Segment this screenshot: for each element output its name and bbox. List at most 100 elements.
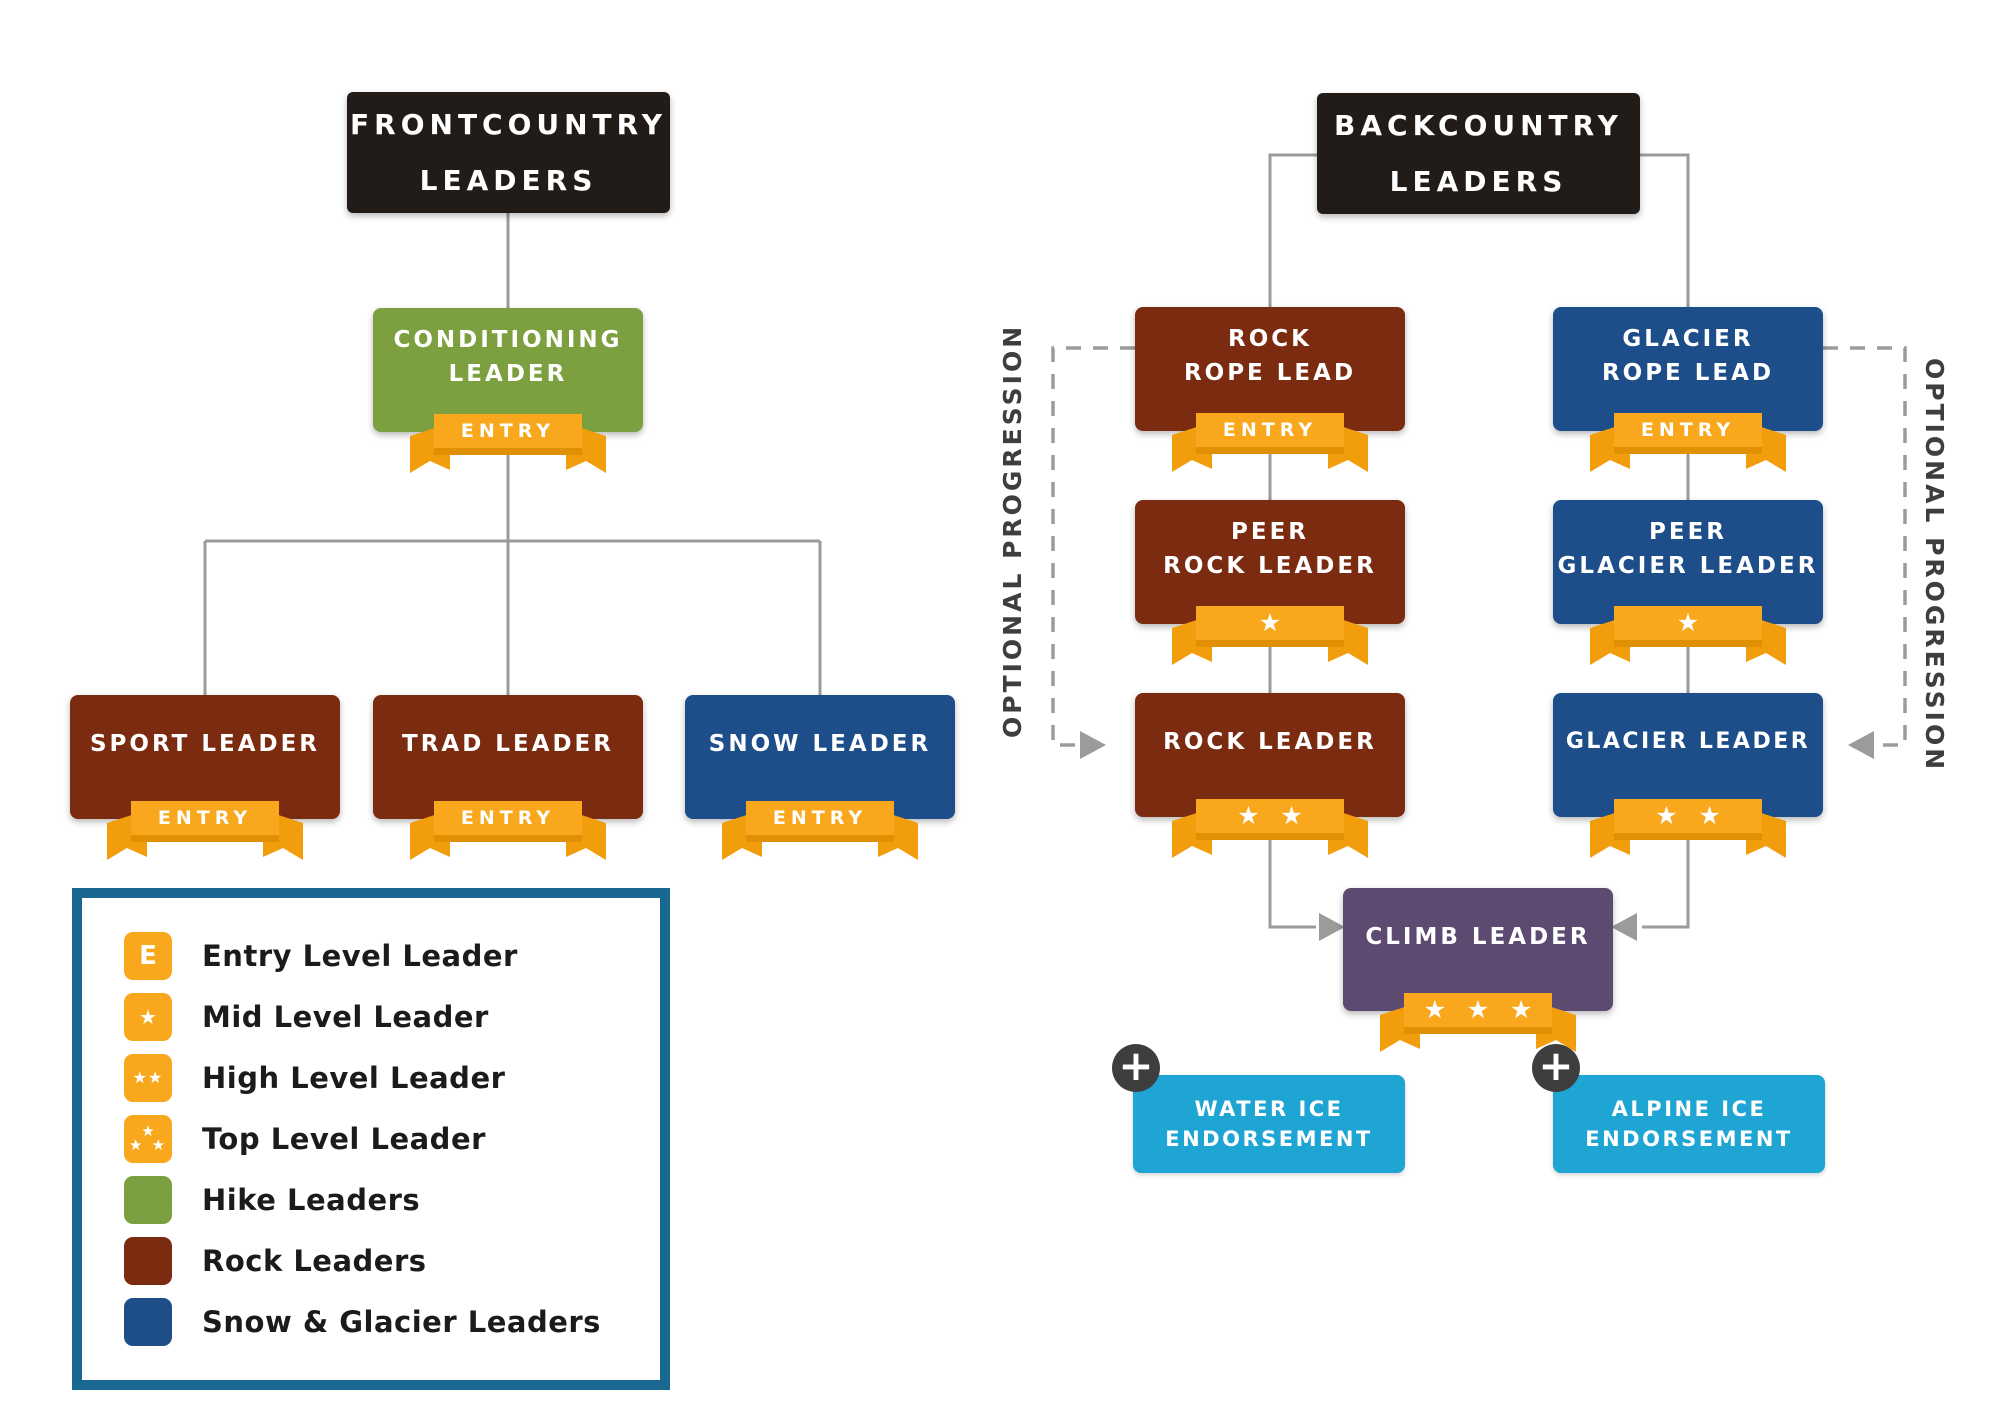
ribbon-band: ★	[1196, 606, 1344, 647]
star-badge: ★ ★	[1237, 801, 1309, 830]
star-glyph: ★ ★	[128, 1136, 168, 1154]
entry-level-icon: E	[124, 932, 172, 980]
star-glyph: ★	[139, 1005, 157, 1029]
node-conditioning-leader: CONDITIONING LEADER ENTRY	[373, 308, 643, 473]
node-snow-leader: SNOW LEADER ENTRY	[685, 695, 955, 860]
connector-backcountry-to-rock-rope	[1268, 153, 1317, 307]
legend: E Entry Level Leader ★ Mid Level Leader …	[72, 888, 670, 1390]
node-frontcountry-leaders: FRONTCOUNTRY LEADERS	[347, 92, 670, 213]
star-glyph: ★	[141, 1122, 155, 1140]
node-peer-glacier-leader: PEER GLACIER LEADER ★	[1553, 500, 1823, 665]
legend-label: Snow & Glacier Leaders	[202, 1305, 601, 1339]
ribbon-band: ENTRY	[1614, 413, 1762, 454]
entry-badge-label: ENTRY	[460, 420, 556, 442]
entry-ribbon: ENTRY	[410, 801, 606, 860]
ribbon-band: ENTRY	[1196, 413, 1344, 454]
two-star-ribbon: ★ ★	[1590, 799, 1786, 858]
node-label: ALPINE ICE	[1611, 1097, 1767, 1121]
ribbon-band: ENTRY	[131, 801, 279, 842]
star-badge: ★	[1258, 608, 1288, 637]
entry-badge-label: ENTRY	[460, 807, 556, 829]
header-line: FRONTCOUNTRY	[350, 107, 667, 141]
node-label: SNOW LEADER	[708, 731, 932, 757]
legend-label: Rock Leaders	[202, 1244, 427, 1278]
one-star-ribbon: ★	[1590, 606, 1786, 665]
star-badge: ★ ★ ★	[1423, 995, 1539, 1024]
node-label: ROPE LEAD	[1601, 360, 1775, 386]
ribbon-band: ENTRY	[434, 801, 582, 842]
star-badge: ★	[1676, 608, 1706, 637]
node-trad-leader: TRAD LEADER ENTRY	[373, 695, 643, 860]
plus-glyph: +	[1118, 1041, 1154, 1090]
header-line: LEADERS	[1389, 164, 1568, 198]
node-label: GLACIER LEADER	[1565, 729, 1811, 754]
one-star-ribbon: ★	[1172, 606, 1368, 665]
entry-ribbon: ENTRY	[410, 414, 606, 473]
node-label: GLACIER LEADER	[1557, 553, 1819, 579]
header-line: BACKCOUNTRY	[1334, 108, 1623, 142]
legend-label: High Level Leader	[202, 1061, 506, 1095]
node-climb-leader: CLIMB LEADER ★ ★ ★	[1343, 888, 1613, 1052]
ribbon-band: ENTRY	[434, 414, 582, 455]
ribbon-band: ENTRY	[746, 801, 894, 842]
legend-item-top-level: ★ ★ ★ Top Level Leader	[124, 1115, 660, 1163]
entry-badge-label: ENTRY	[772, 807, 868, 829]
plus-icon: +	[1532, 1044, 1580, 1092]
legend-label: Mid Level Leader	[202, 1000, 489, 1034]
node-label: LEADER	[448, 361, 568, 387]
node-water-ice-endorsement: + WATER ICE ENDORSEMENT	[1112, 1044, 1405, 1173]
node-label: ENDORSEMENT	[1585, 1127, 1793, 1151]
ribbon-band: ★ ★	[1196, 799, 1344, 840]
plus-glyph: +	[1538, 1041, 1574, 1090]
node-label: PEER	[1231, 519, 1309, 545]
entry-badge-label: ENTRY	[1222, 419, 1318, 441]
node-label: ENDORSEMENT	[1165, 1127, 1373, 1151]
dashed-arrowheads	[1080, 731, 1874, 759]
optional-path-right	[1823, 346, 1907, 747]
ribbon-band: ★ ★ ★	[1404, 993, 1552, 1034]
legend-label: Top Level Leader	[202, 1122, 486, 1156]
arrowhead-into-climb-left	[1319, 913, 1345, 941]
entry-ribbon: ENTRY	[107, 801, 303, 860]
node-sport-leader: SPORT LEADER ENTRY	[70, 695, 340, 860]
node-peer-rock-leader: PEER ROCK LEADER ★	[1135, 500, 1405, 665]
ribbon-band: ★ ★	[1614, 799, 1762, 840]
legend-item-entry-level: E Entry Level Leader	[124, 932, 660, 980]
node-alpine-ice-endorsement: + ALPINE ICE ENDORSEMENT	[1532, 1044, 1825, 1173]
optional-progression-paths	[1051, 346, 1907, 747]
header-line: LEADERS	[419, 163, 598, 197]
optional-path-left	[1051, 346, 1135, 747]
node-label: ROCK	[1228, 326, 1312, 352]
star-glyph: ★★	[132, 1068, 164, 1087]
three-star-ribbon: ★ ★ ★	[1380, 993, 1576, 1052]
plus-icon: +	[1112, 1044, 1160, 1092]
snow-glacier-leaders-swatch	[124, 1298, 172, 1346]
node-label: PEER	[1649, 519, 1727, 545]
legend-item-mid-level: ★ Mid Level Leader	[124, 993, 660, 1041]
node-label: ROCK LEADER	[1163, 729, 1377, 755]
three-star-icon: ★ ★ ★	[124, 1115, 172, 1163]
connector-backcountry-to-glacier-rope	[1640, 153, 1690, 307]
entry-letter: E	[139, 941, 157, 971]
two-star-icon: ★★	[124, 1054, 172, 1102]
arrowhead-into-rock-leader	[1080, 731, 1106, 759]
entry-ribbon: ENTRY	[1590, 413, 1786, 472]
node-label: ROPE LEAD	[1183, 360, 1357, 386]
optional-progression-label-right: OPTIONAL PROGRESSION	[1920, 358, 1949, 773]
arrowhead-into-climb-right	[1611, 913, 1637, 941]
legend-item-snow-glacier-leaders: Snow & Glacier Leaders	[124, 1298, 660, 1346]
entry-badge-label: ENTRY	[157, 807, 253, 829]
node-label: CLIMB LEADER	[1365, 923, 1591, 950]
one-star-icon: ★	[124, 993, 172, 1041]
node-label: GLACIER	[1622, 326, 1754, 352]
node-backcountry-leaders: BACKCOUNTRY LEADERS	[1317, 93, 1640, 214]
ribbon-band: ★	[1614, 606, 1762, 647]
star-badge: ★ ★	[1655, 801, 1727, 830]
node-rock-rope-lead: ROCK ROPE LEAD ENTRY	[1135, 307, 1405, 472]
rock-leaders-swatch	[124, 1237, 172, 1285]
optional-progression-label-left: OPTIONAL PROGRESSION	[998, 323, 1027, 738]
node-label: TRAD LEADER	[402, 731, 614, 757]
legend-item-hike-leaders: Hike Leaders	[124, 1176, 660, 1224]
entry-ribbon: ENTRY	[722, 801, 918, 860]
